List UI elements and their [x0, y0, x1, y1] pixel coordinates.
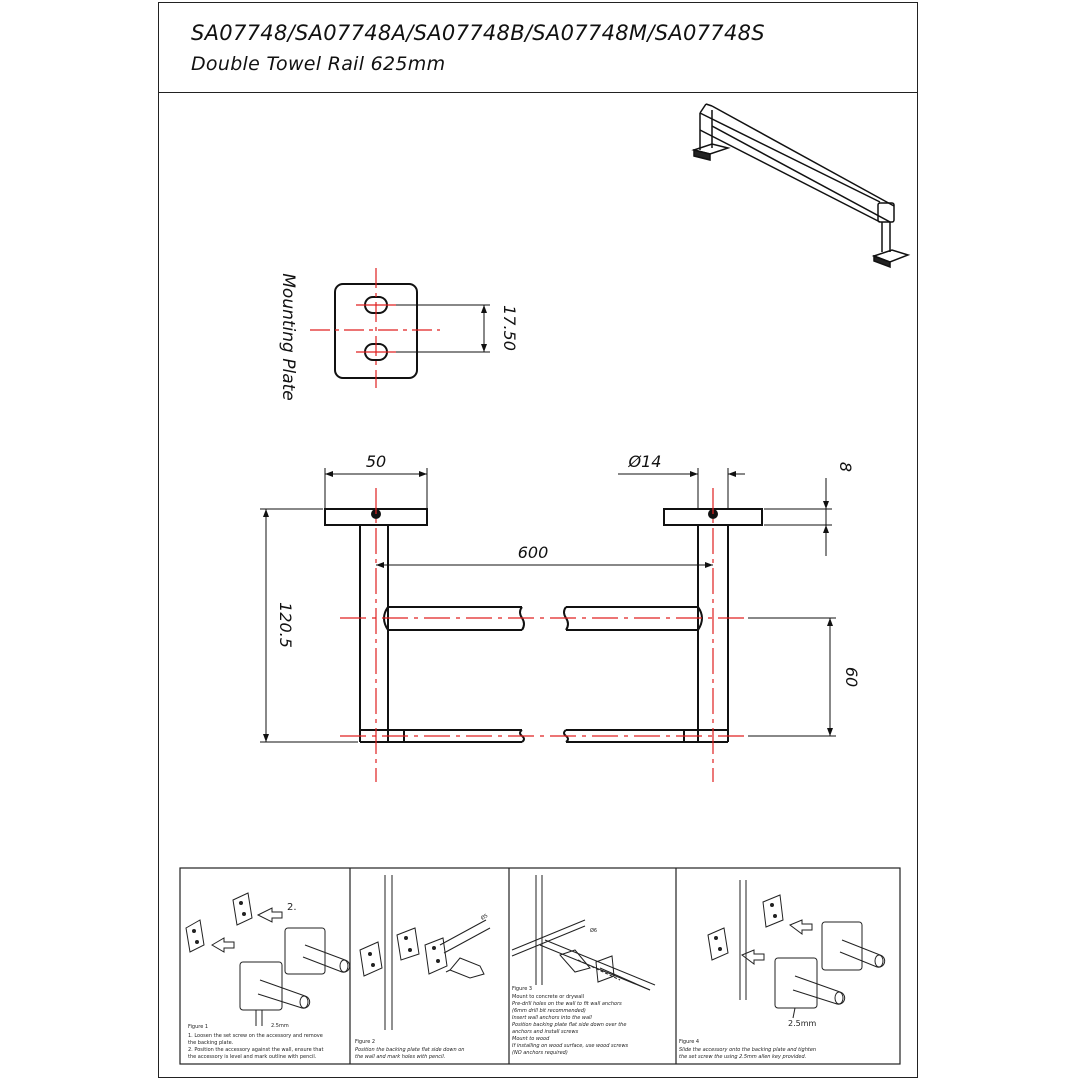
step1-panel [185, 892, 351, 1026]
step1-caption: Figure 1 [188, 1024, 208, 1030]
step3-line-1: Mount to concrete or drywall [512, 994, 584, 1000]
step4-screw-label: 2.5mm [788, 1019, 817, 1028]
plate-thickness-dimension: 8 [836, 462, 855, 472]
step3-line-4: Insert wall anchors into the wall [512, 1015, 592, 1021]
bracket-width-dimension: 50 [366, 452, 386, 471]
bar-diameter-dimension: Ø14 [628, 452, 662, 471]
step3-line-7: Mount to wood [512, 1036, 550, 1042]
title-block: SA07748/SA07748A/SA07748B/SA07748M/SA077… [159, 3, 917, 93]
product-name: Double Towel Rail 625mm [191, 53, 446, 75]
step3-line-5: Position backing plate flat side down ov… [512, 1022, 626, 1028]
step4-panel [707, 880, 886, 1019]
step2-line-2: the wall and mark holes with pencil. [355, 1054, 445, 1060]
step1-line-3: 2. Position the accessory against the wa… [188, 1047, 323, 1053]
drawing-sheet: SA07748/SA07748A/SA07748B/SA07748M/SA077… [158, 2, 918, 1078]
step4-line-1: Slide the accessory onto the backing pla… [679, 1047, 816, 1053]
step3-caption: Figure 3 [512, 986, 532, 992]
step1-line-1: 1. Loosen the set screw on the accessory… [188, 1033, 323, 1039]
step3-line-6: anchors and install screws [512, 1029, 579, 1035]
mounting-plate-view: 17.50 Mounting Plate [278, 268, 519, 401]
step1-screw-label: 2.5mm [271, 1023, 289, 1029]
step3-line-2: Pre-drill holes on the wall to fit wall … [512, 1001, 622, 1007]
step3-line-8: If installing on wood surface, use wood … [512, 1043, 629, 1049]
bar-length-dimension: 600 [518, 543, 549, 562]
step4-caption: Figure 4 [679, 1039, 699, 1045]
step2-panel [359, 875, 491, 1030]
mounting-plate-label: Mounting Plate [278, 273, 298, 401]
step2-caption: Figure 2 [355, 1039, 375, 1045]
step2-line-1: Position the backing plate flat side dow… [355, 1047, 464, 1053]
step1-number: 2. [287, 902, 297, 913]
isometric-view [691, 103, 911, 269]
step3-dimension: Ø6 [590, 927, 597, 934]
bar-spacing-dimension: 60 [842, 667, 861, 687]
model-codes: SA07748/SA07748A/SA07748B/SA07748M/SA077… [191, 21, 765, 45]
step3-panel [511, 875, 656, 991]
step3-line-9: (NO anchors required) [512, 1050, 568, 1056]
total-depth-dimension: 120.5 [276, 602, 295, 648]
installation-instructions: 2. 2.5mm Figure 1 1. Loosen the set scre… [179, 867, 901, 1065]
step4-line-2: the set screw the using 2.5mm allen key … [679, 1054, 806, 1060]
step1-line-2: the backing plate. [188, 1040, 234, 1046]
step1-line-4: the accessory is level and mark outline … [188, 1054, 317, 1060]
step2-dimension: Ø5 [480, 912, 490, 922]
front-view: 50 Ø14 8 600 [260, 452, 861, 782]
step3-line-3: (6mm drill bit recommended) [512, 1008, 586, 1014]
hole-spacing-dimension: 17.50 [500, 305, 519, 351]
